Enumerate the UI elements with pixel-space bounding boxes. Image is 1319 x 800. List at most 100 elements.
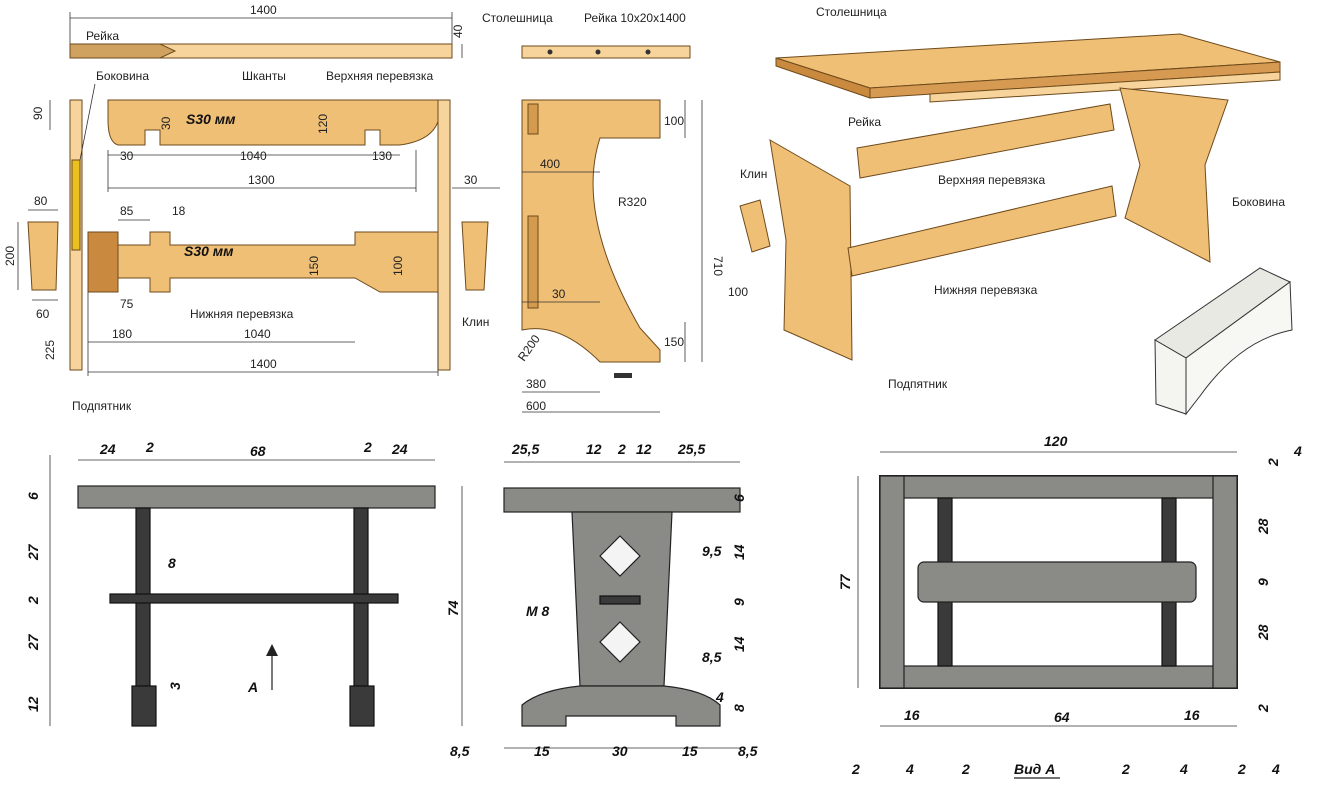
dim-12b: 12 bbox=[636, 441, 652, 457]
upper-tie-label-3d: Верхняя перевязка bbox=[938, 173, 1045, 187]
rail-label: Рейка bbox=[86, 29, 119, 43]
rail-label-3d: Рейка bbox=[848, 115, 881, 129]
top-board-front bbox=[77, 485, 436, 509]
dim-12a: 12 bbox=[586, 441, 602, 457]
view-a-arrow-label: А bbox=[247, 679, 258, 695]
foot-label: Подпятник bbox=[72, 399, 132, 413]
dim-15a: 15 bbox=[534, 743, 550, 759]
side-label: Боковина bbox=[96, 69, 149, 83]
dowels-label: Шканты bbox=[242, 69, 286, 83]
dim-100-mid: 100 bbox=[664, 114, 684, 128]
dim-8-mid: 8 bbox=[731, 704, 747, 712]
dim-710: 710 bbox=[711, 256, 725, 276]
dim-150-mid: 150 bbox=[664, 335, 684, 349]
dim-1400: 1400 bbox=[250, 357, 277, 371]
side-label-3d: Боковина bbox=[1232, 195, 1285, 209]
dim-30-mid: 30 bbox=[552, 287, 566, 301]
dim-64: 64 bbox=[1054, 709, 1070, 725]
dim-400: 400 bbox=[540, 157, 560, 171]
dim-2-right: 2 bbox=[1255, 704, 1271, 713]
dim-2-mid: 2 bbox=[617, 441, 626, 457]
lower-tie-label: Нижняя перевязка bbox=[190, 307, 294, 321]
right-strip-part bbox=[437, 99, 451, 371]
dim-4-c: 4 bbox=[1271, 761, 1280, 777]
dim-225: 225 bbox=[43, 340, 57, 360]
upper-tie-3d bbox=[856, 103, 1115, 179]
dim-2-d: 2 bbox=[1237, 761, 1246, 777]
m8-label: М 8 bbox=[526, 603, 550, 619]
dim-75: 75 bbox=[120, 297, 134, 311]
lower-tie-part bbox=[87, 231, 439, 293]
dim-2a: 2 bbox=[145, 439, 154, 455]
lower-tie-3d bbox=[847, 185, 1117, 277]
tabletop-label-mid: Столешница bbox=[482, 11, 553, 25]
upper-tie-part bbox=[107, 99, 441, 146]
dim-100-3d: 100 bbox=[728, 285, 748, 299]
dim-80: 80 bbox=[34, 194, 48, 208]
dim-8: 8 bbox=[168, 555, 176, 571]
top-left-parts: 1400 40 Рейка Боковина 90 Шканты Верхняя… bbox=[3, 3, 500, 413]
dim-60: 60 bbox=[36, 307, 50, 321]
dim-24b: 24 bbox=[391, 441, 408, 457]
dim-8-5-right: 8,5 bbox=[738, 743, 758, 759]
tabletop-label-3d: Столешница bbox=[816, 5, 887, 19]
dim-8-5a: 8,5 bbox=[702, 649, 722, 665]
rail-spec-label: Рейка 10x20x1400 bbox=[584, 11, 686, 25]
seat-side bbox=[503, 487, 741, 513]
dim-4-b: 4 bbox=[1179, 761, 1188, 777]
bottom-middle-side: 25,5 12 2 12 25,5 6 9,5 14 М 8 9 8,5 14 … bbox=[450, 441, 758, 759]
dim-200: 200 bbox=[3, 246, 17, 266]
dim-18: 18 bbox=[172, 204, 186, 218]
dim-600: 600 bbox=[526, 399, 546, 413]
side-board bbox=[521, 99, 661, 363]
dim-4-top: 4 bbox=[1293, 443, 1302, 459]
lower-tie-label-3d: Нижняя перевязка bbox=[934, 283, 1038, 297]
dim-74: 74 bbox=[445, 600, 461, 616]
dim-85: 85 bbox=[120, 204, 134, 218]
dim-28b: 28 bbox=[1255, 624, 1271, 641]
dim-6: 6 bbox=[25, 492, 41, 500]
dim-2-c: 2 bbox=[1121, 761, 1130, 777]
dim-8-5-left: 8,5 bbox=[450, 743, 470, 759]
dim-120: 120 bbox=[1044, 433, 1068, 449]
top-right-exploded: Столешница Рейка Клин Верхняя перевязка … bbox=[728, 5, 1293, 416]
dim-380: 380 bbox=[526, 377, 546, 391]
dim-12: 12 bbox=[25, 696, 41, 712]
dim-27b: 27 bbox=[25, 633, 41, 651]
dim-30-bottom: 30 bbox=[612, 743, 628, 759]
dim-100: 100 bbox=[391, 256, 405, 276]
dim-25-5b: 25,5 bbox=[677, 441, 705, 457]
dim-2-top: 2 bbox=[1265, 458, 1281, 467]
dim-6-mid: 6 bbox=[731, 494, 747, 502]
dim-1040a: 1040 bbox=[240, 149, 267, 163]
dim-2b: 2 bbox=[363, 439, 372, 455]
dim-2-a: 2 bbox=[851, 761, 860, 777]
dim-9-right: 9 bbox=[1255, 578, 1271, 586]
dim-120: 120 bbox=[316, 114, 330, 134]
wedge-label: Клин bbox=[462, 315, 489, 329]
dim-2-b: 2 bbox=[961, 761, 970, 777]
dim-25-5a: 25,5 bbox=[511, 441, 539, 457]
dim-28a: 28 bbox=[1255, 518, 1271, 535]
wedge-label-3d: Клин bbox=[740, 167, 767, 181]
bottom-right-topview: 120 2 4 77 28 9 28 2 16 64 16 2 4 2 Вид … bbox=[837, 433, 1302, 779]
side-left-3d bbox=[769, 139, 853, 361]
dim-15b: 15 bbox=[682, 743, 698, 759]
side-right-3d bbox=[1119, 87, 1229, 263]
dim-2c: 2 bbox=[25, 596, 41, 605]
dim-27a: 27 bbox=[25, 543, 41, 561]
wedge-right bbox=[461, 221, 489, 291]
dim-30a: 30 bbox=[159, 116, 173, 130]
r200-label: R200 bbox=[515, 332, 543, 364]
view-a-label: Вид А bbox=[1014, 761, 1055, 777]
dim-4-a: 4 bbox=[905, 761, 914, 777]
lower-tie-s30: S30 мм bbox=[184, 243, 234, 259]
dim-68: 68 bbox=[250, 443, 266, 459]
dim-1040b: 1040 bbox=[244, 327, 271, 341]
dim-16a: 16 bbox=[904, 707, 920, 723]
foot-side bbox=[521, 685, 721, 727]
dim-150: 150 bbox=[307, 256, 321, 276]
r320-label: R320 bbox=[618, 195, 647, 209]
dim-16b: 16 bbox=[1184, 707, 1200, 723]
